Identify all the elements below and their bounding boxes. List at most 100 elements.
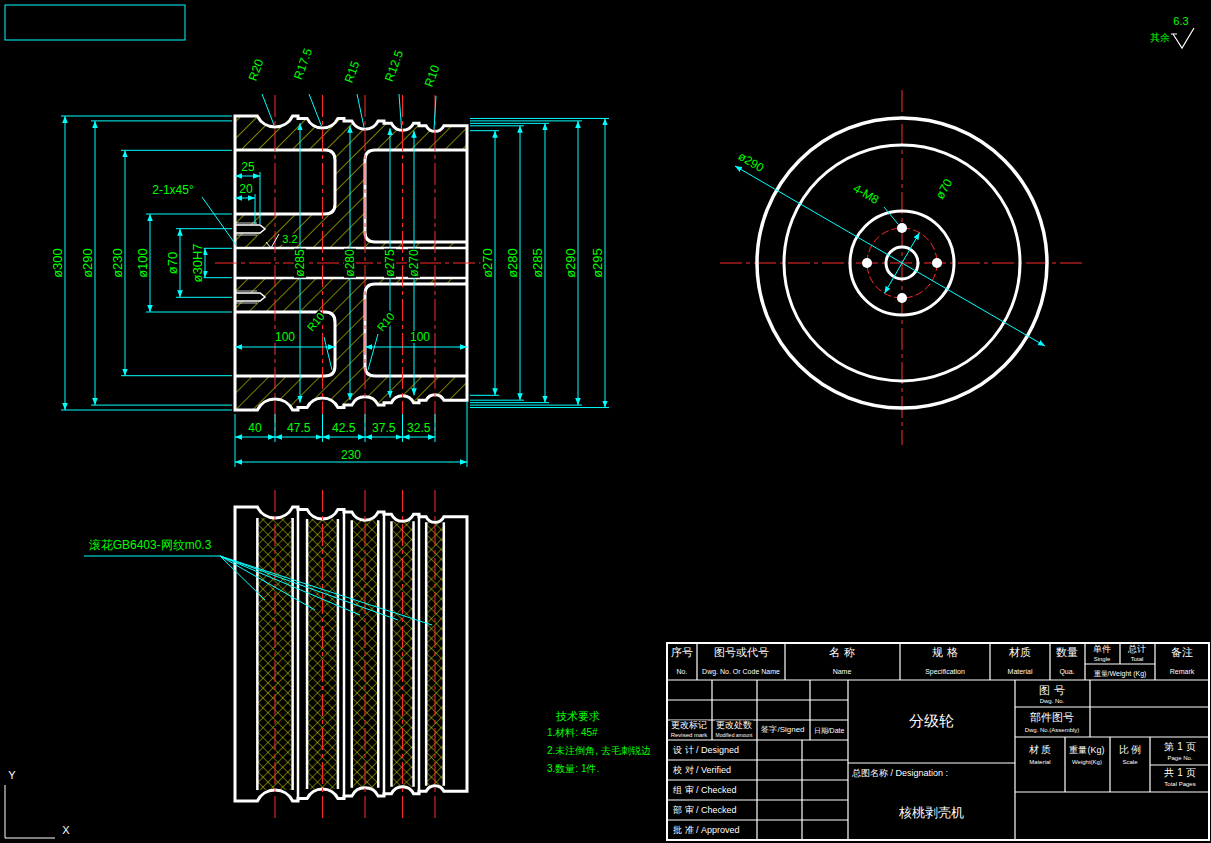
extension-line bbox=[121, 150, 232, 151]
dimension-text: 1.材料: 45# bbox=[546, 728, 599, 738]
title-block-text: Dwg. No. Or Code Name bbox=[701, 668, 781, 675]
extension-line bbox=[402, 414, 403, 442]
extension-line bbox=[235, 442, 236, 467]
leader-line bbox=[399, 94, 402, 128]
dimension-text: ø70 bbox=[933, 176, 955, 202]
roughness-symbol bbox=[1173, 28, 1194, 48]
title-block-line bbox=[809, 680, 810, 740]
title-block-text: 部 审 / Checked bbox=[672, 806, 738, 815]
dimension-text: 42.5 bbox=[331, 422, 356, 434]
extension-line bbox=[146, 312, 232, 313]
title-block-text: Qua. bbox=[1058, 668, 1075, 675]
dimension-text: 其余 bbox=[1149, 33, 1171, 43]
dimension-text: 37.5 bbox=[371, 422, 396, 434]
extension-line bbox=[470, 395, 499, 396]
dimension-text: R10 bbox=[305, 310, 328, 334]
title-block-text: 共 1 页 bbox=[1163, 768, 1196, 778]
step-edge bbox=[383, 512, 386, 796]
tapped-hole bbox=[235, 293, 265, 301]
leader-line bbox=[324, 337, 332, 370]
dimension-line bbox=[65, 116, 66, 410]
title-block-text: 分级轮 bbox=[908, 713, 955, 728]
dimension-line bbox=[150, 214, 151, 312]
dimension-line bbox=[520, 126, 521, 400]
dimension-text: ø285 bbox=[294, 248, 306, 277]
roughness-symbol bbox=[266, 234, 279, 248]
title-block-text: Specification bbox=[924, 668, 966, 675]
title-block-line bbox=[801, 740, 802, 840]
dimension-text: ø290 bbox=[564, 247, 577, 279]
bolt-circle bbox=[867, 228, 937, 298]
leader-line bbox=[309, 94, 322, 126]
bolt-hole bbox=[897, 293, 907, 303]
extension-line bbox=[470, 405, 582, 406]
extension-line bbox=[260, 172, 261, 224]
title-block-text: Total Pages bbox=[1163, 781, 1196, 787]
extension-line bbox=[61, 116, 232, 117]
dimension-text: R15 bbox=[342, 59, 361, 86]
extension-line bbox=[235, 414, 236, 442]
title-block-line bbox=[1015, 736, 1209, 737]
dimension-text: R10 bbox=[375, 310, 398, 334]
title-block-text: 更改标记 bbox=[670, 721, 708, 730]
dimension-line bbox=[205, 248, 206, 277]
knurl-edge bbox=[443, 522, 446, 785]
title-block-line bbox=[696, 643, 697, 680]
center-line bbox=[902, 90, 903, 445]
extension-line bbox=[121, 375, 232, 376]
title-block-text: 重量/Weight (Kg) bbox=[1093, 670, 1148, 677]
recess bbox=[365, 150, 467, 242]
dimension-text: 100 bbox=[409, 331, 431, 343]
dimension-text: ø270 bbox=[408, 248, 420, 277]
title-block-text: 材质 bbox=[1008, 647, 1032, 658]
extension-line bbox=[146, 214, 232, 215]
dimension-text: 47.5 bbox=[286, 422, 311, 434]
title-block-text: 更改处数 bbox=[715, 721, 753, 730]
dimension-text: 6.3 bbox=[1172, 16, 1189, 27]
title-block-text: 组 审 / Checked bbox=[672, 786, 738, 795]
title-block-line bbox=[899, 643, 900, 680]
extension-line bbox=[61, 410, 232, 411]
title-block-line bbox=[667, 679, 1209, 680]
title-block-line bbox=[1084, 643, 1085, 680]
knurl-edge bbox=[256, 518, 259, 790]
extension-line bbox=[470, 400, 524, 401]
title-block-line bbox=[711, 680, 712, 740]
dimension-text: ø70 bbox=[166, 251, 179, 275]
recess bbox=[235, 150, 335, 214]
title-block-text: 日期/Date bbox=[813, 727, 846, 734]
title-block-text: 总计 bbox=[1127, 645, 1147, 654]
title-block-text: 总图名称 / Designation : bbox=[851, 769, 949, 778]
dimension-text: 2.未注倒角, 去毛刺锐边 bbox=[546, 746, 652, 756]
knurl-edge bbox=[337, 519, 340, 789]
thread-line bbox=[235, 303, 257, 304]
step-edge bbox=[297, 507, 300, 801]
dimension-text: 技术要求 bbox=[555, 711, 601, 722]
title-block-text: X bbox=[61, 825, 70, 836]
leader-line bbox=[220, 556, 432, 625]
knurl-edge bbox=[377, 520, 380, 788]
dimension-line bbox=[495, 131, 496, 396]
dimension-text: R17.5 bbox=[292, 46, 315, 82]
title-block-line bbox=[848, 762, 1015, 763]
title-block-text: 批 准 / Approved bbox=[672, 826, 741, 835]
title-block-text: 重量(Kg) bbox=[1068, 746, 1105, 755]
title-block-line bbox=[1015, 706, 1209, 707]
title-block-line bbox=[1049, 643, 1050, 680]
extension-line bbox=[255, 194, 256, 224]
title-block-text: No. bbox=[676, 668, 689, 675]
extension-line bbox=[91, 120, 232, 121]
part-outline bbox=[235, 507, 467, 801]
dimension-line bbox=[235, 437, 275, 438]
dimension-text: ø280 bbox=[344, 248, 356, 277]
title-block-line bbox=[1119, 643, 1120, 664]
title-block-line bbox=[784, 643, 785, 680]
title-block-line bbox=[1089, 680, 1090, 737]
leader-line bbox=[220, 556, 360, 615]
dimension-line bbox=[95, 121, 96, 405]
dimension-line bbox=[365, 347, 467, 348]
dimension-line bbox=[235, 176, 260, 177]
title-block-text: 名 称 bbox=[828, 647, 855, 658]
dimension-text: 2-1x45° bbox=[151, 184, 195, 196]
